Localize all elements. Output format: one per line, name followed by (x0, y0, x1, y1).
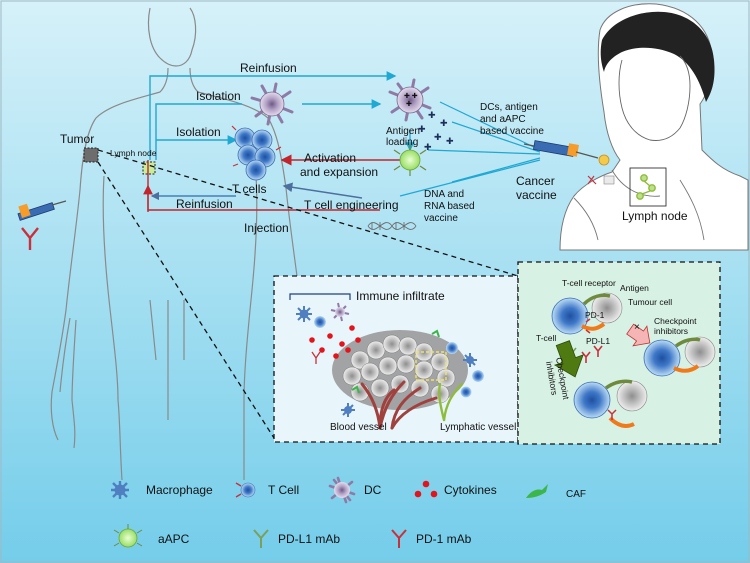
blocked-x-icon: × (634, 322, 640, 333)
label-cancer-vaccine-2: vaccine (516, 188, 557, 202)
injection-site-icon (587, 154, 615, 185)
t-cells-cluster (231, 125, 282, 181)
label-antigen-loading-1: Antigen (386, 126, 420, 137)
aapc-activation (393, 144, 427, 176)
caf-icon (526, 484, 548, 498)
pd1-antibody-icon (391, 529, 407, 548)
lymph-node-box (142, 161, 156, 175)
legend: Macrophage T Cell DC Cytokines (111, 476, 586, 548)
legend-label-pdl1: PD-L1 mAb (278, 532, 340, 546)
legend-item-pd1: PD-1 mAb (391, 529, 472, 548)
legend-item-cytokines: Cytokines (414, 480, 497, 498)
legend-label-caf: CAF (566, 489, 586, 500)
checkpoint-tcell-mid (643, 336, 716, 377)
pdl1-antibody-icon (253, 529, 269, 548)
label-reinfusion-top: Reinfusion (240, 61, 297, 75)
svg-text:✚: ✚ (418, 125, 426, 135)
label-cancer-vaccine-1: Cancer (516, 174, 555, 188)
legend-label-dc: DC (364, 483, 382, 497)
macrophage-icon (111, 481, 129, 499)
label-checkpoint-inhibitors-2: inhibitors (654, 326, 688, 336)
checkpoint-tcell-top (551, 292, 623, 335)
legend-label-tcell: T Cell (268, 483, 299, 497)
label-t-cells: T cells (232, 182, 266, 196)
dendritic-cell-antigen-loaded: ✚ ✚ ✚ (388, 78, 432, 122)
label-pd1: PD-1 (585, 310, 605, 320)
svg-text:✚: ✚ (406, 100, 412, 108)
label-dna-rna-2: RNA based (424, 201, 475, 212)
lymph-node-inset-box (629, 167, 667, 207)
label-t-cell-receptor: T-cell receptor (562, 278, 616, 288)
checkpoint-tcell-bottom (573, 379, 648, 428)
label-immune-infiltrate: Immune infiltrate (356, 289, 445, 303)
tumor-mass (332, 330, 468, 410)
label-dcs-vaccine-2: and aAPC (480, 114, 526, 125)
legend-item-aapc: aAPC (113, 524, 190, 548)
antigen-cluster-icon: ✚✚✚ ✚✚✚ (418, 111, 454, 153)
left-syringe-icon (17, 200, 67, 221)
lymph-node-right-icon (636, 174, 656, 200)
immune-infiltrate-bracket (289, 293, 351, 300)
label-dna-rna-1: DNA and (424, 189, 464, 200)
dendritic-cell-icon (328, 476, 356, 504)
svg-text:✚: ✚ (428, 111, 436, 121)
svg-text:✚ ✚: ✚ ✚ (404, 92, 418, 100)
immune-cells-in-tme (296, 302, 484, 417)
svg-text:✚: ✚ (434, 133, 442, 143)
label-antigen: Antigen (620, 283, 649, 293)
label-t-cell-engineering: T cell engineering (304, 198, 399, 212)
cancer-vaccine-syringe-icon (523, 140, 599, 159)
lymphatic-vessel-icon (438, 382, 464, 422)
svg-text:✚: ✚ (424, 143, 432, 153)
label-activation-1: Activation (304, 151, 356, 165)
legend-item-caf: CAF (526, 484, 586, 500)
label-dcs-vaccine-1: DCs, antigen (480, 102, 538, 113)
legend-label-pd1: PD-1 mAb (416, 532, 472, 546)
label-lymphatic-vessel: Lymphatic vessel (440, 422, 516, 433)
process-arrows (143, 71, 541, 212)
legend-item-tcell: T Cell (235, 482, 299, 498)
label-reinfusion-bottom: Reinfusion (176, 197, 233, 211)
label-dcs-vaccine-3: based vaccine (480, 126, 544, 137)
label-pdl1: PD-L1 (586, 336, 610, 346)
tumor-box (83, 147, 99, 163)
legend-item-dc: DC (328, 476, 382, 504)
label-blood-vessel: Blood vessel (330, 422, 387, 433)
label-antigen-loading-2: loading (386, 137, 418, 148)
blood-vessel-icon (360, 380, 438, 430)
label-checkpoint-inhibitors-1: Checkpoint (654, 316, 697, 326)
label-tumour-cell: Tumour cell (628, 297, 672, 307)
legend-label-cytokines: Cytokines (444, 483, 497, 497)
human-body-outline (50, 7, 301, 481)
legend-item-macrophage: Macrophage (111, 481, 213, 499)
label-injection: Injection (244, 221, 289, 235)
label-lymph-node-left: Lymph node (110, 148, 157, 158)
legend-label-aapc: aAPC (158, 532, 190, 546)
blocked-arrow-icon (626, 323, 651, 347)
t-cell-icon (235, 482, 256, 498)
legend-label-macrophage: Macrophage (146, 483, 213, 497)
label-isolation-2: Isolation (176, 125, 221, 139)
label-t-cell-panel: T-cell (536, 333, 556, 343)
vaccinated-person (559, 3, 749, 251)
cytokines-icon (414, 480, 438, 498)
label-activation-2: and expansion (300, 165, 378, 179)
left-antibody-icon (21, 227, 39, 250)
label-isolation-1: Isolation (196, 89, 241, 103)
label-dna-rna-3: vaccine (424, 213, 458, 224)
aapc-icon (113, 524, 143, 548)
dendritic-cell-isolation (250, 82, 294, 126)
dna-strand-icon (367, 222, 417, 230)
svg-text:✚: ✚ (446, 137, 454, 147)
cytokines-in-tme (309, 325, 361, 359)
legend-item-pdl1: PD-L1 mAb (253, 529, 340, 548)
label-tumor: Tumor (60, 132, 94, 146)
label-lymph-node-right: Lymph node (622, 209, 688, 223)
checkpoint-green-arrow-icon (553, 340, 584, 378)
svg-text:✚: ✚ (440, 119, 448, 129)
